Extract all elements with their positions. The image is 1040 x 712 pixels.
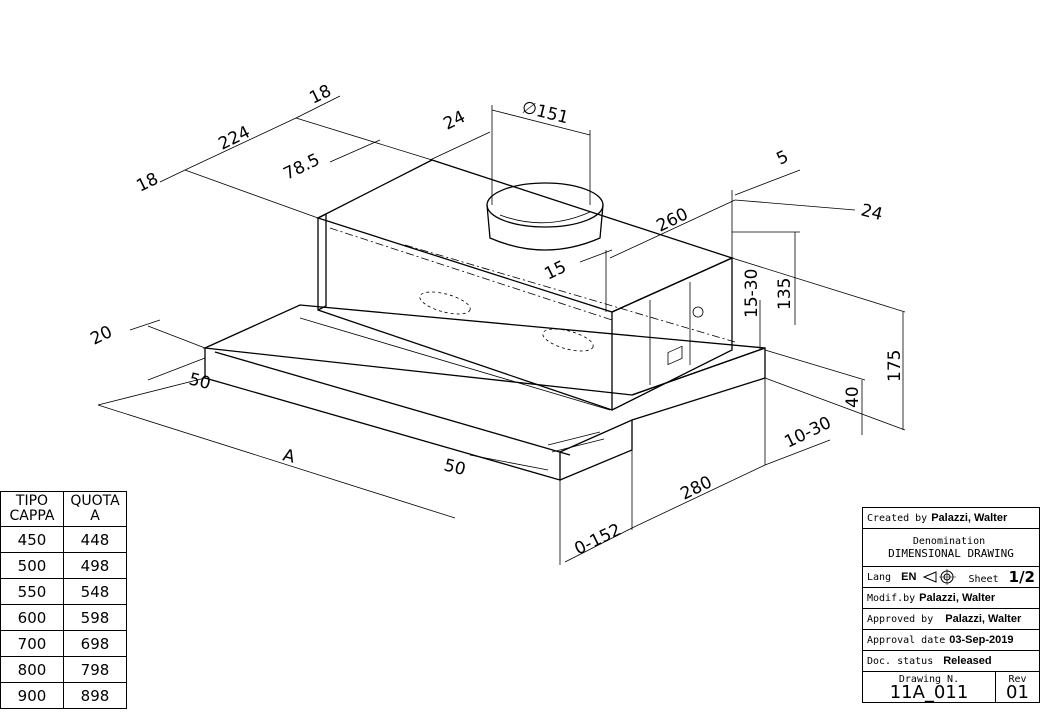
dim-15-30: 15-30 <box>742 269 762 318</box>
connector <box>667 345 683 366</box>
sheet-number: 1/2 <box>1008 568 1035 586</box>
tipo-cell: 500 <box>0 552 64 579</box>
side-bracket <box>317 212 327 311</box>
box-top-face <box>316 159 734 313</box>
quota-cell: 698 <box>63 630 127 657</box>
dim-0-152: 0-152 <box>571 520 624 560</box>
quota-cell: 548 <box>63 578 127 605</box>
quota-cell: 898 <box>63 682 127 709</box>
dim-A: A <box>281 445 297 467</box>
control-buttons <box>547 431 605 453</box>
dim-18-left: 18 <box>133 169 161 196</box>
dim-50-bottom: 50 <box>442 455 468 480</box>
dim-15: 15 <box>541 257 569 284</box>
drawer-side <box>631 347 766 421</box>
drawer-front <box>204 348 561 481</box>
created-by: Palazzi, Walter <box>931 512 1008 524</box>
dim-10-30: 10-30 <box>781 413 834 453</box>
box-right-face <box>611 256 733 411</box>
denomination: DIMENSIONAL DRAWING <box>888 546 1014 560</box>
box-front-face <box>317 218 613 411</box>
revision: 01 <box>1006 681 1029 703</box>
mount-hole <box>692 306 704 318</box>
filter-ellipse <box>542 328 594 352</box>
outlet-flap <box>499 211 591 224</box>
doc-status-row: Doc. status Released <box>863 651 1039 672</box>
doc-status: Released <box>943 655 992 667</box>
dim-175: 175 <box>885 350 905 382</box>
tipo-cell: 900 <box>0 682 64 709</box>
lang-row: Lang EN Sheet 1/2 <box>863 567 1039 588</box>
header-quota-a: QUOTA A <box>63 491 127 527</box>
drawer-end <box>559 418 633 481</box>
dim-40: 40 <box>843 386 863 408</box>
filter-ellipse <box>419 291 471 315</box>
tipo-cell: 450 <box>0 526 64 553</box>
projection-symbol-icon <box>923 569 957 585</box>
dimension-lines <box>97 95 906 565</box>
dim-78-5: 78.5 <box>280 150 323 185</box>
drawer-rail <box>299 317 611 411</box>
quota-cell: 598 <box>63 604 127 631</box>
drawing-number: 11A_011 <box>889 681 969 703</box>
tipo-cell: 600 <box>0 604 64 631</box>
quota-cell: 798 <box>63 656 127 683</box>
outlet-collar-body <box>486 204 604 251</box>
dimension-labels: 18 224 18 24 78.5 ∅151 5 260 24 15 15-30… <box>87 81 905 559</box>
modified-by: Palazzi, Walter <box>919 592 996 604</box>
dim-5: 5 <box>773 147 791 170</box>
approved-row: Approved by Palazzi, Walter <box>863 609 1039 630</box>
dim-24-top: 24 <box>440 107 468 134</box>
tipo-cell: 700 <box>0 630 64 657</box>
drawer-lip <box>214 351 571 456</box>
drawing-number-row: Drawing N. 11A_011 Rev 01 <box>863 672 1039 702</box>
table-header-row: TIPO CAPPA QUOTA A <box>0 491 127 527</box>
dim-18-top: 18 <box>306 81 334 108</box>
drawer-top <box>202 304 766 396</box>
dim-280: 280 <box>677 472 715 504</box>
dim-50-left: 50 <box>187 369 213 394</box>
language: EN <box>901 571 917 583</box>
approved-by: Palazzi, Walter <box>945 613 1022 625</box>
centerline <box>404 244 736 343</box>
dim-20: 20 <box>87 322 115 349</box>
approval-date-row: Approval date 03-Sep-2019 <box>863 630 1039 651</box>
quota-cell: 498 <box>63 552 127 579</box>
header-tipo-cappa: TIPO CAPPA <box>0 491 64 527</box>
created-row: Created by Palazzi, Walter <box>863 508 1039 529</box>
hood-outline <box>202 159 766 481</box>
modif-row: Modif.by Palazzi, Walter <box>863 588 1039 609</box>
tipo-cell: 800 <box>0 656 64 683</box>
dim-135: 135 <box>775 278 795 310</box>
approval-date: 03-Sep-2019 <box>949 634 1014 646</box>
quota-cell: 448 <box>63 526 127 553</box>
dim-224: 224 <box>215 122 253 154</box>
title-block: Created by Palazzi, Walter Denomination … <box>862 507 1040 703</box>
centerline <box>329 227 613 321</box>
dim-260: 260 <box>653 204 691 236</box>
outlet-collar-top <box>486 182 604 228</box>
tipo-cell: 550 <box>0 578 64 605</box>
dim-24-right: 24 <box>859 200 885 225</box>
denomination-row: Denomination DIMENSIONAL DRAWING <box>863 529 1039 567</box>
